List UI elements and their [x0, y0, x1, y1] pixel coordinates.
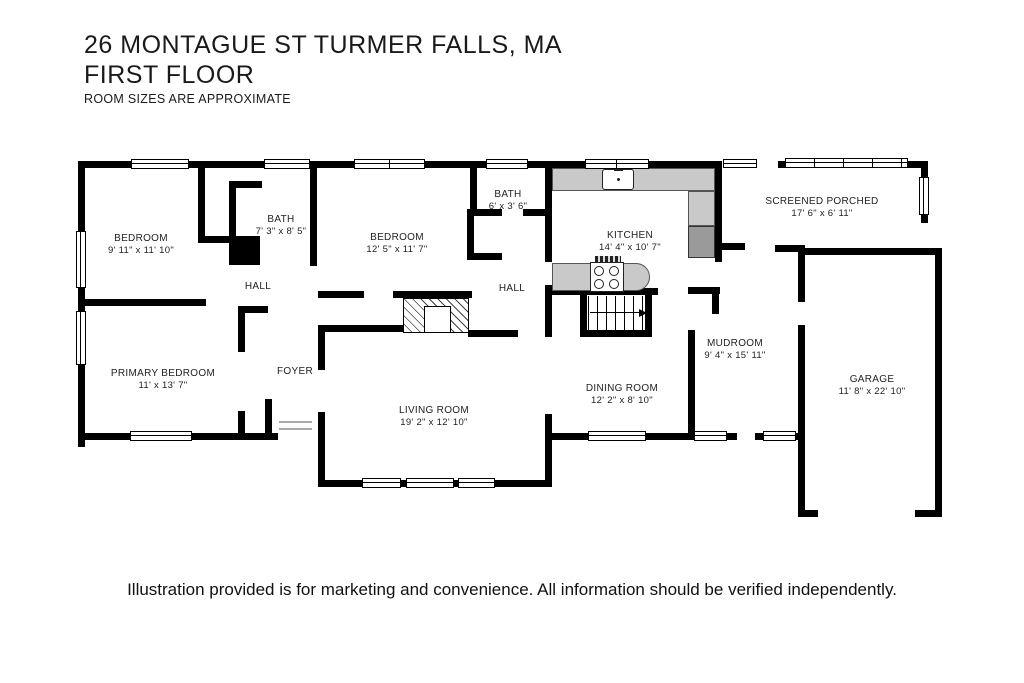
- window-symbol: [130, 431, 192, 441]
- wall-segment: [545, 285, 552, 337]
- window-symbol: [458, 478, 495, 488]
- wall-segment: [78, 299, 206, 306]
- refrigerator: [688, 226, 715, 258]
- wall-segment: [688, 330, 695, 433]
- address-title: 26 MONTAGUE ST TURMER FALLS, MA: [84, 31, 563, 59]
- room-sizes-note: ROOM SIZES ARE APPROXIMATE: [84, 92, 291, 106]
- window-symbol: [694, 431, 727, 441]
- kitchen-sink-icon: [602, 167, 634, 190]
- wall-segment: [310, 161, 317, 266]
- room-label-foyer: FOYER: [277, 366, 313, 377]
- stairs-direction-arrow: [590, 312, 640, 313]
- window-symbol: [588, 431, 646, 441]
- window-symbol: [723, 159, 757, 168]
- wall-segment: [470, 161, 477, 216]
- disclaimer-text: Illustration provided is for marketing a…: [127, 580, 897, 599]
- wall-segment: [318, 325, 325, 370]
- wall-segment: [798, 255, 805, 302]
- room-label-hall1: HALL: [244, 281, 272, 292]
- wall-segment: [467, 253, 502, 260]
- wall-segment: [318, 291, 364, 298]
- window-symbol: [354, 159, 390, 169]
- wall-segment: [318, 412, 325, 487]
- wall-segment: [523, 209, 552, 216]
- wall-segment: [468, 330, 518, 337]
- wall-segment: [229, 181, 236, 243]
- floor-title: FIRST FLOOR: [84, 61, 255, 89]
- wall-segment: [238, 306, 245, 352]
- window-symbol: [486, 159, 528, 169]
- wall-segment: [393, 291, 472, 298]
- wall-segment: [198, 236, 236, 243]
- wall-segment: [645, 288, 652, 337]
- title-block: 26 MONTAGUE ST TURMER FALLS, MA FIRST FL…: [84, 30, 562, 106]
- wall-segment: [580, 330, 652, 337]
- burner-icon: [609, 279, 619, 289]
- wall-segment: [467, 216, 474, 260]
- wall-segment: [715, 161, 722, 262]
- wall-segment: [915, 510, 942, 517]
- window-symbol: [585, 159, 617, 169]
- firebox: [424, 306, 451, 333]
- burner-icon: [594, 279, 604, 289]
- burner-icon: [594, 266, 604, 276]
- wall-segment: [318, 325, 403, 332]
- burner-icon: [609, 266, 619, 276]
- wall-segment: [545, 161, 552, 262]
- wall-segment: [238, 306, 268, 313]
- wall-segment: [580, 295, 587, 337]
- window-symbol: [785, 158, 908, 168]
- stove-controls: [595, 256, 621, 262]
- window-symbol: [616, 159, 649, 169]
- window-symbol: [76, 311, 86, 365]
- wall-segment: [712, 294, 719, 314]
- wall-segment: [545, 414, 552, 487]
- wall-segment: [229, 181, 262, 188]
- stairs-arrowhead-icon: [639, 309, 647, 317]
- wall-segment: [775, 245, 805, 252]
- wall-segment: [198, 161, 205, 241]
- kitchen-counter: [688, 191, 715, 226]
- wall-segment: [238, 411, 245, 440]
- window-symbol: [406, 478, 454, 488]
- wall-segment: [715, 243, 745, 250]
- wall-segment: [265, 399, 272, 440]
- window-symbol: [763, 431, 796, 441]
- wall-segment: [798, 325, 805, 517]
- wall-segment: [688, 287, 720, 294]
- wall-segment: [798, 248, 942, 255]
- window-symbol: [389, 159, 425, 169]
- window-symbol: [264, 159, 310, 169]
- staircase: [588, 296, 645, 330]
- window-symbol: [131, 159, 189, 169]
- window-symbol: [919, 177, 929, 215]
- wall-segment: [935, 248, 942, 517]
- room-label-hall2: HALL: [498, 283, 526, 294]
- wall-segment: [798, 510, 818, 517]
- window-symbol: [362, 478, 401, 488]
- window-symbol: [76, 231, 86, 288]
- wall-segment: [467, 209, 502, 216]
- front-door-threshold: [279, 421, 312, 430]
